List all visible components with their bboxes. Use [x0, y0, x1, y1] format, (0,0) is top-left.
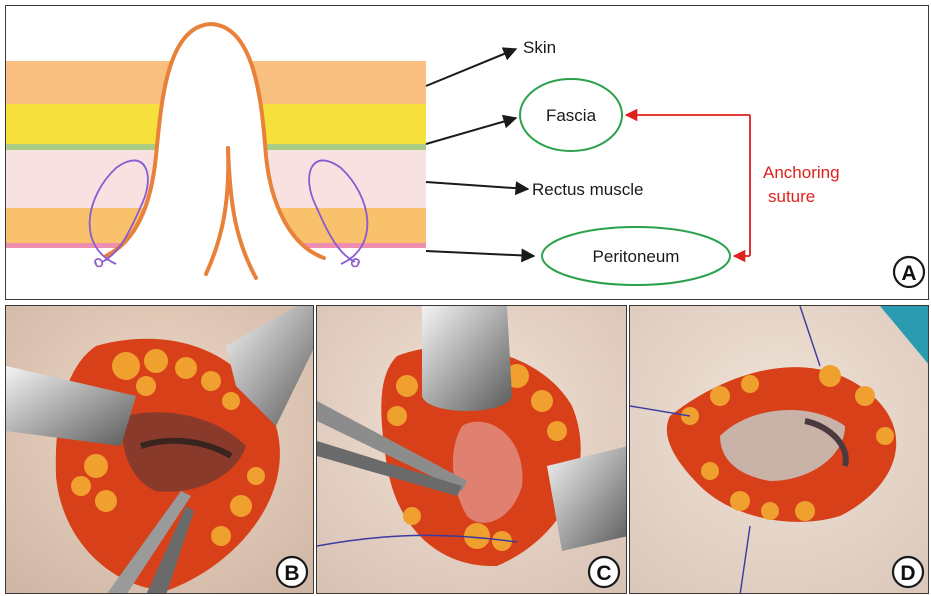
fascia-arrow	[426, 118, 516, 144]
leader-arrows	[426, 49, 534, 256]
label-peritoneum: Peritoneum	[593, 247, 680, 266]
rectus-arrow	[426, 182, 528, 189]
badge-c: C	[596, 562, 611, 585]
retractor-top	[422, 306, 512, 411]
label-fascia: Fascia	[546, 106, 597, 125]
label-anchoring: Anchoring	[763, 163, 840, 182]
badge-a: A	[901, 262, 916, 285]
surgical-photo-d: D	[630, 306, 929, 594]
badge-d: D	[900, 562, 915, 585]
peritoneum-arrow	[426, 251, 534, 256]
panel-d-photo: D	[629, 305, 929, 594]
label-skin: Skin	[523, 38, 556, 57]
panel-b-photo: B	[5, 305, 314, 594]
surgical-photo-b: B	[6, 306, 314, 594]
surgical-photo-c: C	[317, 306, 627, 594]
stoma-anchoring-diagram: Skin Fascia Rectus muscle Peritoneum Anc…	[6, 6, 929, 300]
skin-arrow	[426, 49, 516, 86]
anchoring-suture-bracket	[626, 115, 750, 256]
panel-c-photo: C	[316, 305, 627, 594]
panel-a-schematic: Skin Fascia Rectus muscle Peritoneum Anc…	[5, 5, 929, 300]
label-suture: suture	[768, 187, 815, 206]
badge-b: B	[284, 562, 299, 585]
label-rectus-muscle: Rectus muscle	[532, 180, 643, 199]
